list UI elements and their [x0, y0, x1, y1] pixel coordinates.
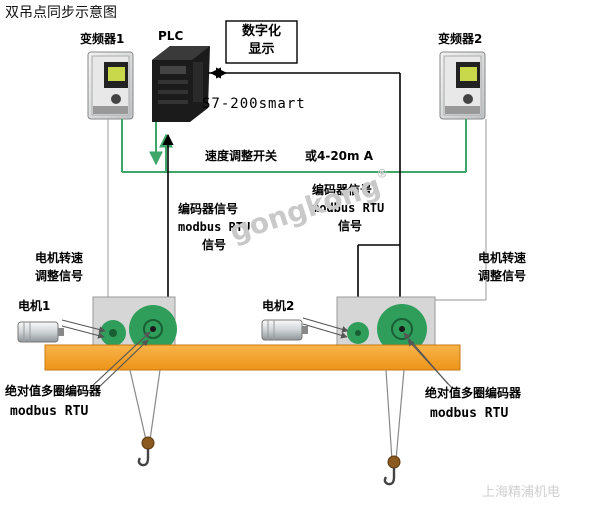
encoder-signal-right-line1: 编码器信号 [312, 183, 373, 197]
display-label-line1: 数字化 [241, 24, 281, 39]
pointer-arrows [61, 317, 453, 391]
encoder-right-line1: 绝对值多圈编码器 [425, 386, 522, 400]
encoder-left-line2: modbus RTU [10, 404, 89, 419]
motor-speed-right-line1: 电机转速 [478, 251, 527, 265]
cables [129, 369, 405, 461]
plc-model: S7-200smart [202, 96, 306, 112]
motor-speed-right-line2: 调整信号 [478, 269, 527, 283]
speed-switch-label: 速度调整开关 [205, 149, 278, 163]
motor-1-label: 电机1 [18, 299, 51, 313]
inverter-2-device [439, 51, 486, 120]
speed-switch-alt-label: 或4-20m A [305, 149, 373, 163]
encoder-signal-right-line3: 信号 [338, 219, 363, 233]
display-label-line2: 显示 [248, 42, 275, 57]
encoder-left-line1: 绝对值多圈编码器 [5, 384, 102, 398]
encoder-signal-left-line2: modbus RTU [178, 220, 251, 234]
green-wiring [121, 119, 467, 173]
motor-speed-left-line2: 调整信号 [35, 269, 84, 283]
encoder-signal-left-line3: 信号 [202, 238, 227, 252]
inverter-1-label: 变频器1 [80, 32, 125, 46]
inverter-1-device [87, 51, 134, 120]
source-label: 上海精浦机电 [482, 485, 561, 500]
encoder-right-line2: modbus RTU [430, 406, 509, 421]
hoist-right [336, 296, 436, 354]
inverter-2-label: 变频器2 [438, 32, 483, 46]
plc-label: PLC [158, 29, 184, 43]
beam [44, 344, 461, 371]
hook-left [137, 436, 155, 467]
motor-2-device [261, 319, 308, 341]
hook-right [383, 455, 401, 486]
encoder-signal-right-line2: modbus RTU [312, 201, 385, 215]
motor-speed-left-line1: 电机转速 [35, 251, 84, 265]
display-box [225, 20, 298, 64]
encoder-signal-left-line1: 编码器信号 [178, 202, 239, 216]
motor-2-label: 电机2 [262, 299, 295, 313]
plc-device [152, 46, 210, 122]
diagram-title: 双吊点同步示意图 [5, 5, 117, 21]
black-wiring [162, 67, 401, 325]
motor-1-device [17, 321, 64, 343]
